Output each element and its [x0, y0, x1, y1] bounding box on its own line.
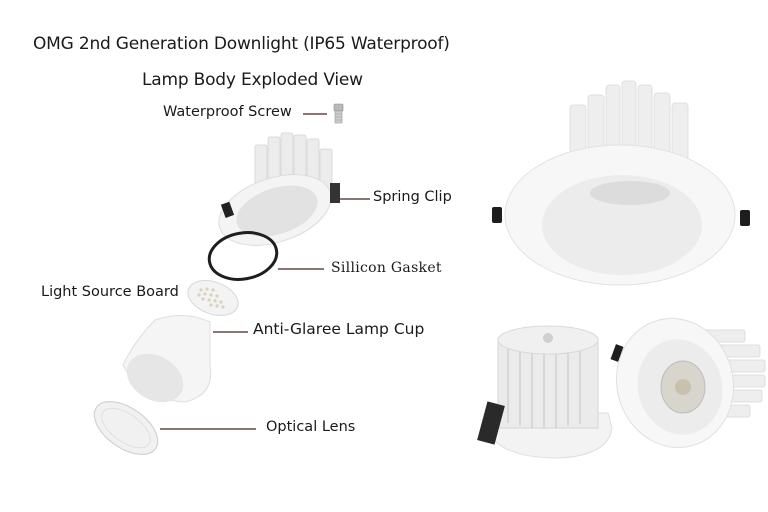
- leader-line-lamp-cup: [213, 331, 248, 333]
- leader-line-optical-lens: [160, 428, 256, 430]
- leader-line-gasket: [278, 268, 324, 270]
- lamp-cup-icon: [122, 315, 212, 403]
- downlight-tilted-view-image: [610, 317, 766, 449]
- label-silicon-gasket: Sillicon Gasket: [331, 260, 442, 276]
- downlight-rear-view-image: [477, 325, 613, 459]
- leader-line-spring-clip: [340, 198, 370, 200]
- label-waterproof-screw: Waterproof Screw: [163, 104, 292, 120]
- leader-line-screw: [303, 113, 327, 115]
- waterproof-screw-icon: [333, 103, 344, 124]
- label-anti-glare-lamp-cup: Anti-Glaree Lamp Cup: [253, 320, 425, 338]
- label-optical-lens: Optical Lens: [266, 419, 356, 435]
- label-light-source-board: Light Source Board: [41, 284, 179, 300]
- led-board-icon: [187, 280, 239, 316]
- downlight-front-view-image: [492, 80, 750, 286]
- silicone-gasket-icon: [207, 231, 279, 281]
- label-spring-clip: Spring Clip: [373, 189, 452, 205]
- page-subtitle: Lamp Body Exploded View: [142, 70, 363, 90]
- housing-heatsink-icon: [218, 132, 340, 246]
- page-title: OMG 2nd Generation Downlight (IP65 Water…: [33, 34, 450, 54]
- optical-lens-icon: [93, 401, 159, 455]
